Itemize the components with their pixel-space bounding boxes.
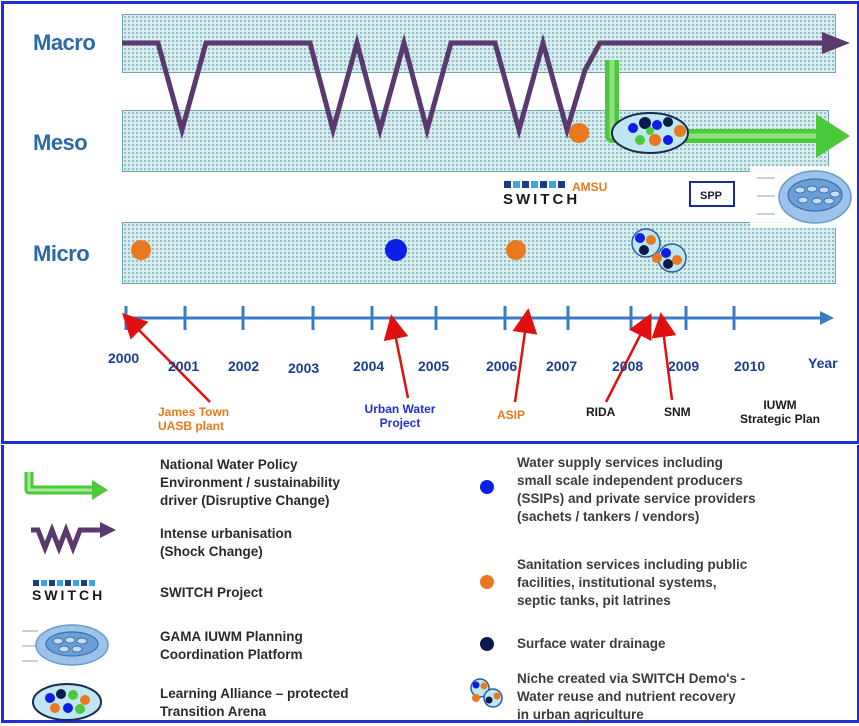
legend-national-policy: National Water Policy Environment / sust… [160, 457, 341, 508]
legend-water-supply: Water supply services including small sc… [517, 455, 756, 524]
micro-band [122, 222, 836, 284]
timeline-panel [1, 1, 859, 444]
switch-wordmark-center: SWITCH [503, 191, 580, 208]
year-2007: 2007 [546, 358, 578, 374]
year-2008: 2008 [612, 358, 644, 374]
arrow-rida [604, 313, 652, 403]
event-snm: SNM [664, 405, 691, 419]
policy-arrowhead [816, 114, 850, 158]
arrow-asip [512, 308, 538, 403]
legend-panel [1, 445, 859, 723]
legend-switch-project: SWITCH Project [160, 585, 263, 600]
legend-learning-alliance: Learning Alliance – protected Transition… [160, 686, 349, 719]
arrow-james-town [121, 312, 211, 403]
micro-label: Micro [33, 241, 90, 266]
niche-cluster-icon [470, 678, 503, 708]
spp-label: SPP [700, 190, 722, 202]
year-2000: 2000 [108, 350, 140, 366]
switch-logo-center: SWITCH [503, 180, 580, 208]
event-asip: ASIP [497, 408, 526, 422]
timeline-axis [124, 306, 834, 330]
learning-alliance-cluster [611, 112, 689, 154]
event-rida: RIDA [586, 405, 616, 419]
micro-sanitation-dot-2006 [506, 240, 526, 260]
macro-label: Macro [33, 30, 96, 55]
micro-sanitation-dot-2000 [131, 240, 151, 260]
year-2009: 2009 [668, 358, 700, 374]
year-2006: 2006 [486, 358, 518, 374]
switch-wordmark-legend: SWITCH [32, 587, 105, 603]
event-james-town: James Town UASB plant [158, 405, 230, 433]
drainage-dot-icon [480, 637, 494, 651]
meso-label: Meso [33, 130, 88, 155]
event-iuwm: IUWM Strategic Plan [739, 398, 821, 426]
year-2004: 2004 [353, 358, 385, 374]
learning-alliance-icon [32, 683, 102, 721]
year-2003: 2003 [288, 360, 320, 376]
gama-platform-top [750, 166, 852, 228]
gama-platform-icon [22, 624, 109, 666]
meso-band [122, 110, 829, 172]
spp-box [689, 181, 735, 207]
micro-water-dot-2004 [385, 239, 407, 261]
amsu-label: AMSU [572, 180, 607, 194]
micro-niche-cluster [631, 228, 687, 273]
policy-arrow-icon [24, 472, 108, 500]
legend-urbanisation: Intense urbanisation (Shock Change) [160, 526, 293, 559]
year-2002: 2002 [228, 358, 260, 374]
water-supply-dot-icon [480, 480, 494, 494]
legend-sanitation: Sanitation services including public fac… [517, 557, 748, 608]
arrow-snm [651, 312, 677, 401]
arrow-urban-water [383, 314, 410, 399]
legend-gama: GAMA IUWM Planning Coordination Platform [160, 629, 303, 662]
meso-sanitation-dot [569, 123, 589, 143]
urbanisation-arrowhead [822, 32, 850, 54]
event-urban-water: Urban Water Project [364, 402, 436, 430]
year-2005: 2005 [418, 358, 450, 374]
legend-niche: Niche created via SWITCH Demo's - Water … [517, 671, 746, 722]
legend-drainage: Surface water drainage [517, 636, 666, 651]
year-2001: 2001 [168, 358, 200, 374]
year-2010: 2010 [734, 358, 766, 374]
urbanisation-line [122, 33, 825, 140]
switch-logo-icon: SWITCH [32, 580, 105, 603]
sanitation-dot-icon [480, 575, 494, 589]
year-axis-label: Year [808, 355, 838, 371]
urbanisation-zigzag-icon [31, 522, 116, 555]
